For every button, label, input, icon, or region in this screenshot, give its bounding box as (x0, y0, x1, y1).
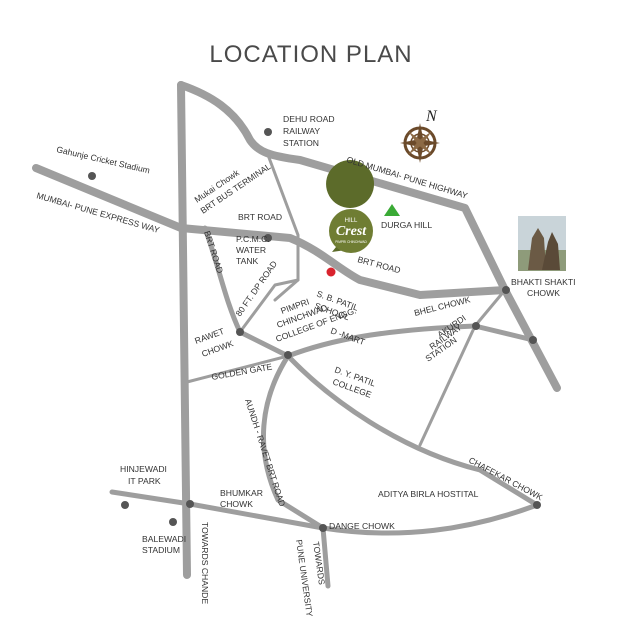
north-label: N (425, 108, 438, 125)
junction-dot (88, 172, 96, 180)
brt-road-left-label: BRT ROAD (202, 230, 225, 275)
dehu-road-label-3: STATION (283, 138, 319, 148)
brt-road-top-label: BRT ROAD (238, 212, 282, 222)
junction-dot (121, 501, 129, 509)
road-dange-chafekar (320, 502, 540, 536)
junction-dot (502, 286, 510, 294)
chafekar-label: CHAFEKAR CHOWK (467, 455, 544, 503)
road-chafekar (285, 353, 540, 508)
golden-gate-label: GOLDEN GATE (211, 361, 274, 382)
junction-dots (88, 128, 541, 532)
map-title: LOCATION PLAN (209, 41, 412, 68)
dange-chowk-label: DANGE CHOWK (329, 521, 395, 531)
junction-dot (186, 500, 194, 508)
dehu-road-label-2: RAILWAY (283, 126, 320, 136)
project-location-marker (326, 267, 336, 277)
pcmc-tank-label-2: WATER (236, 245, 266, 255)
junction-dot (533, 501, 541, 509)
pcmc-tank-label-3: TANK (236, 256, 259, 266)
logo-main: Crest (336, 224, 367, 239)
bhakti-shakti-label-2: CHOWK (527, 288, 560, 298)
bhumkar-label-2: CHOWK (220, 499, 253, 509)
hinjewadi-label-2: IT PARK (128, 476, 161, 486)
mountain-icon (384, 204, 400, 216)
towards-pune-univ-label-2: PUNE UNIVERSITY (294, 539, 315, 618)
road-dp-road (238, 278, 300, 334)
pcmc-tank-label-1: P.C.M.C. (236, 234, 270, 244)
logo-sub: PIMPRI CHINCHWAD (335, 240, 367, 244)
gahunje-label: Gahunje Cricket Stadium (56, 144, 151, 175)
logo-top: HILL (345, 218, 358, 224)
junction-dot (169, 518, 177, 526)
road-golden-gate (185, 354, 290, 384)
durga-hill-marker: DURGA HILL (381, 204, 432, 230)
road-brt-main (177, 224, 509, 299)
road-bhel-bhakti (473, 288, 507, 328)
bhakti-shakti-statue-image (518, 216, 566, 271)
towards-chande-label: TOWARDS CHANDE (200, 522, 210, 604)
road-bhel (285, 323, 536, 359)
aditya-birla-label: ADITYA BIRLA HOSTITAL (378, 489, 479, 499)
brt-road-right-label: BRT ROAD (356, 254, 401, 275)
junction-dot (264, 128, 272, 136)
junction-dot (236, 328, 244, 336)
road-express-way (32, 164, 185, 232)
road-akurdi (418, 324, 477, 447)
junction-dot (472, 322, 480, 330)
bhumkar-label-1: BHUMKAR (220, 488, 263, 498)
compass-icon: N (400, 108, 440, 163)
durga-hill-label: DURGA HILL (381, 220, 432, 230)
road-main-vertical (177, 81, 191, 579)
junction-dot (264, 234, 272, 242)
bhakti-shakti-label-1: BHAKTI SHAKTI (511, 277, 575, 287)
road-old-highway (177, 81, 561, 392)
map-labels: DEHU ROAD RAILWAY STATION OLD MUMBAI- PU… (35, 114, 544, 618)
road-dehu-branch (266, 153, 300, 302)
balewadi-label-1: BALEWADI (142, 534, 186, 544)
hinjewadi-label-1: HINJEWADI (120, 464, 167, 474)
junction-dot (529, 336, 537, 344)
junction-dot (284, 351, 292, 359)
road-aundh-ravet (261, 353, 331, 589)
junction-dot (319, 524, 327, 532)
project-logo: HILL Crest PIMPRI CHINCHWAD (326, 160, 375, 253)
balewadi-label-2: STADIUM (142, 545, 180, 555)
dehu-road-label-1: DEHU ROAD (283, 114, 335, 124)
